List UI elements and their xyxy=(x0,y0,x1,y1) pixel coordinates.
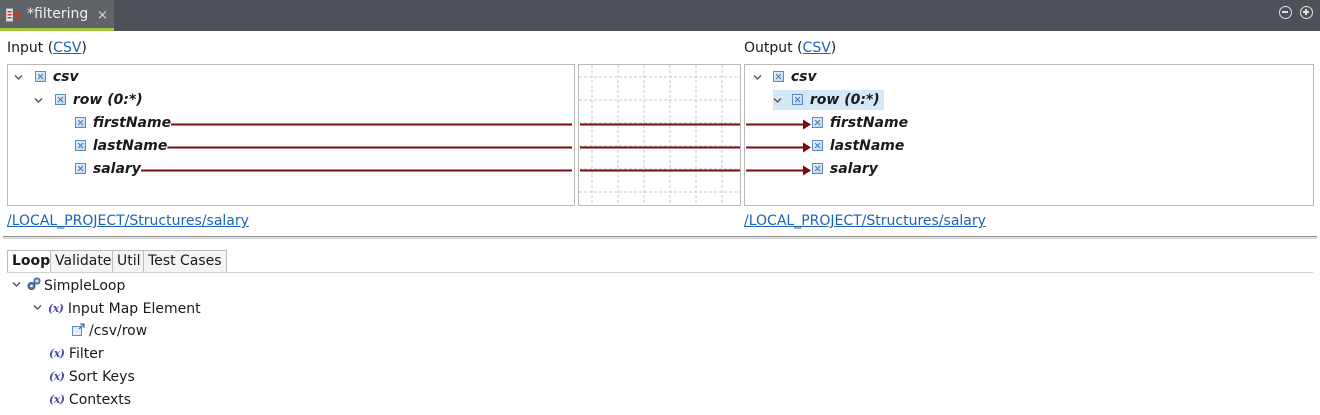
node-label: lastName xyxy=(829,138,905,154)
input-path-label: /csv/row xyxy=(89,323,148,339)
chevron-down-icon[interactable] xyxy=(34,96,43,105)
chevron-down-icon[interactable] xyxy=(14,73,23,82)
maximize-icon[interactable] xyxy=(1300,6,1313,19)
input-node-row[interactable]: row (0:*) xyxy=(34,90,143,110)
input-map-element-label: Input Map Element xyxy=(67,301,201,317)
node-label: csv xyxy=(790,69,817,85)
loop-node-input-path[interactable]: /csv/row xyxy=(71,321,147,341)
element-icon xyxy=(75,163,86,174)
tab-divider xyxy=(7,272,1313,273)
input-structure-path-link[interactable]: /LOCAL_PROJECT/Structures/salary xyxy=(7,213,249,229)
variable-icon: (x) xyxy=(49,347,65,360)
output-node-csv[interactable]: csv xyxy=(753,67,817,87)
mapping-canvas[interactable] xyxy=(578,64,741,206)
editor-tab-bar: *filtering × xyxy=(0,0,1320,31)
tab-util[interactable]: Util xyxy=(112,250,146,272)
output-title-label: Output ( xyxy=(744,40,803,56)
output-node-row[interactable]: row (0:*) xyxy=(773,90,884,110)
element-icon xyxy=(35,71,46,82)
output-title-close-paren: ) xyxy=(830,40,837,56)
node-label: salary xyxy=(92,161,141,177)
input-node-lastname[interactable]: lastName xyxy=(75,136,167,156)
node-label: csv xyxy=(52,69,79,85)
editor-tab-filtering[interactable]: *filtering × xyxy=(0,0,114,31)
node-label: lastName xyxy=(92,138,168,154)
loop-node-filter[interactable]: (x) Filter xyxy=(49,344,104,364)
chevron-down-icon[interactable] xyxy=(753,73,762,82)
output-node-salary[interactable]: salary xyxy=(812,159,878,179)
input-node-csv[interactable]: csv xyxy=(14,67,79,87)
loop-node-contexts[interactable]: (x) Contexts xyxy=(49,390,131,410)
xpath-element-icon xyxy=(71,323,89,343)
output-node-firstname[interactable]: firstName xyxy=(812,113,908,133)
input-title-label: Input ( xyxy=(7,40,54,56)
element-icon xyxy=(812,163,823,174)
output-node-lastname[interactable]: lastName xyxy=(812,136,904,156)
input-title-close-paren: ) xyxy=(81,40,87,56)
loop-gears-icon xyxy=(26,276,44,298)
element-icon xyxy=(812,140,823,151)
tab-test-cases[interactable]: Test Cases xyxy=(143,250,227,272)
element-icon xyxy=(792,94,803,105)
input-tree-panel[interactable]: csv row (0:*) firstName lastName salary xyxy=(7,64,575,206)
tab-validate[interactable]: Validate xyxy=(50,250,117,272)
variable-icon: (x) xyxy=(49,393,65,406)
element-icon xyxy=(75,140,86,151)
node-label: row (0:*) xyxy=(72,92,143,108)
node-label: row (0:*) xyxy=(809,92,880,108)
node-label: firstName xyxy=(92,115,172,131)
chevron-down-icon[interactable] xyxy=(12,275,26,295)
filter-label: Filter xyxy=(68,346,104,362)
mapping-grid xyxy=(579,65,740,205)
variable-icon: (x) xyxy=(48,302,64,315)
loop-node-input-map-element[interactable]: (x) Input Map Element xyxy=(33,298,201,318)
editor-tab-title: *filtering xyxy=(27,6,89,22)
element-icon xyxy=(773,71,784,82)
contexts-label: Contexts xyxy=(68,392,132,408)
output-title: Output (CSV) xyxy=(744,40,836,56)
variable-icon: (x) xyxy=(49,370,65,383)
tab-loop[interactable]: Loop xyxy=(7,250,56,272)
input-title: Input (CSV) xyxy=(7,40,87,56)
output-structure-path-link[interactable]: /LOCAL_PROJECT/Structures/salary xyxy=(744,213,986,229)
input-node-firstname[interactable]: firstName xyxy=(75,113,171,133)
map-editor-icon xyxy=(6,8,20,22)
panel-splitter[interactable] xyxy=(3,236,1317,239)
node-label: salary xyxy=(829,161,878,177)
element-icon xyxy=(75,117,86,128)
node-label: firstName xyxy=(829,115,909,131)
element-icon xyxy=(812,117,823,128)
input-node-salary[interactable]: salary xyxy=(75,159,141,179)
output-type-link[interactable]: CSV xyxy=(802,40,831,56)
input-type-link[interactable]: CSV xyxy=(53,40,82,56)
loop-root-label: SimpleLoop xyxy=(44,278,126,294)
element-icon xyxy=(55,94,66,105)
loop-node-sort-keys[interactable]: (x) Sort Keys xyxy=(49,367,135,387)
close-icon[interactable]: × xyxy=(97,8,108,23)
loop-node-simpleloop[interactable]: SimpleLoop xyxy=(12,275,125,295)
sort-keys-label: Sort Keys xyxy=(68,369,135,385)
minimize-icon[interactable] xyxy=(1279,6,1292,19)
chevron-down-icon[interactable] xyxy=(773,96,782,105)
output-tree-panel[interactable]: csv row (0:*) firstName lastName salary xyxy=(744,64,1314,206)
chevron-down-icon[interactable] xyxy=(33,298,48,318)
